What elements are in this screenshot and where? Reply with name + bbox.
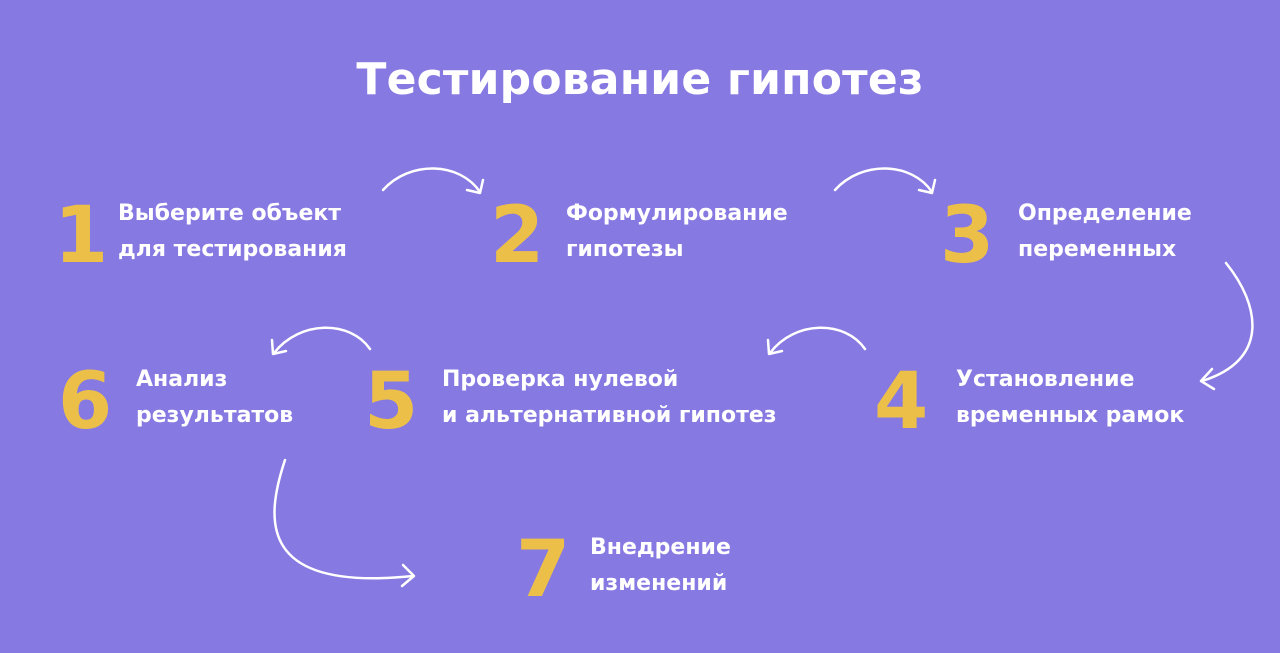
diagram-title: Тестирование гипотез <box>356 54 924 105</box>
step-7-number: 7 <box>516 525 571 615</box>
step-4-number: 4 <box>874 357 929 447</box>
step-2-number: 2 <box>490 191 545 281</box>
step-3-label: Определение переменных <box>1018 196 1192 268</box>
step-6-label: Анализ результатов <box>136 362 293 434</box>
step-4-label-line2: временных рамок <box>956 403 1185 428</box>
step-7-label-line2: изменений <box>590 571 728 596</box>
step-4-label-line1: Установление <box>956 367 1135 392</box>
step-2-label: Формулирование гипотезы <box>566 196 788 268</box>
step-3-label-line2: переменных <box>1018 237 1177 262</box>
step-5-number: 5 <box>364 357 419 447</box>
step-2-label-line1: Формулирование <box>566 201 788 226</box>
step-5-label: Проверка нулевой и альтернативной гипоте… <box>442 362 777 434</box>
step-6-number: 6 <box>58 357 113 447</box>
step-1-label: Выберите объект для тестирования <box>118 196 347 268</box>
step-1-number: 1 <box>54 191 109 281</box>
step-1-label-line1: Выберите объект <box>118 201 342 226</box>
arrow-1-to-2-icon <box>381 167 485 195</box>
arrow-3-to-4-icon <box>1199 261 1254 391</box>
step-7-label: Внедрение изменений <box>590 530 731 602</box>
step-6-label-line1: Анализ <box>136 367 228 392</box>
step-4-label: Установление временных рамок <box>956 362 1184 434</box>
step-1-label-line2: для тестирования <box>118 237 347 262</box>
step-7-label-line1: Внедрение <box>590 535 731 560</box>
step-3-label-line1: Определение <box>1018 201 1192 226</box>
arrow-6-to-7-icon <box>273 458 416 588</box>
step-3-number: 3 <box>940 191 995 281</box>
step-2-label-line2: гипотезы <box>566 237 684 262</box>
step-5-label-line2: и альтернативной гипотез <box>442 403 777 428</box>
step-6-label-line2: результатов <box>136 403 294 428</box>
step-5-label-line1: Проверка нулевой <box>442 367 679 392</box>
arrow-5-to-6-icon <box>270 326 372 356</box>
arrow-4-to-5-icon <box>766 326 867 356</box>
arrow-2-to-3-icon <box>833 167 937 195</box>
